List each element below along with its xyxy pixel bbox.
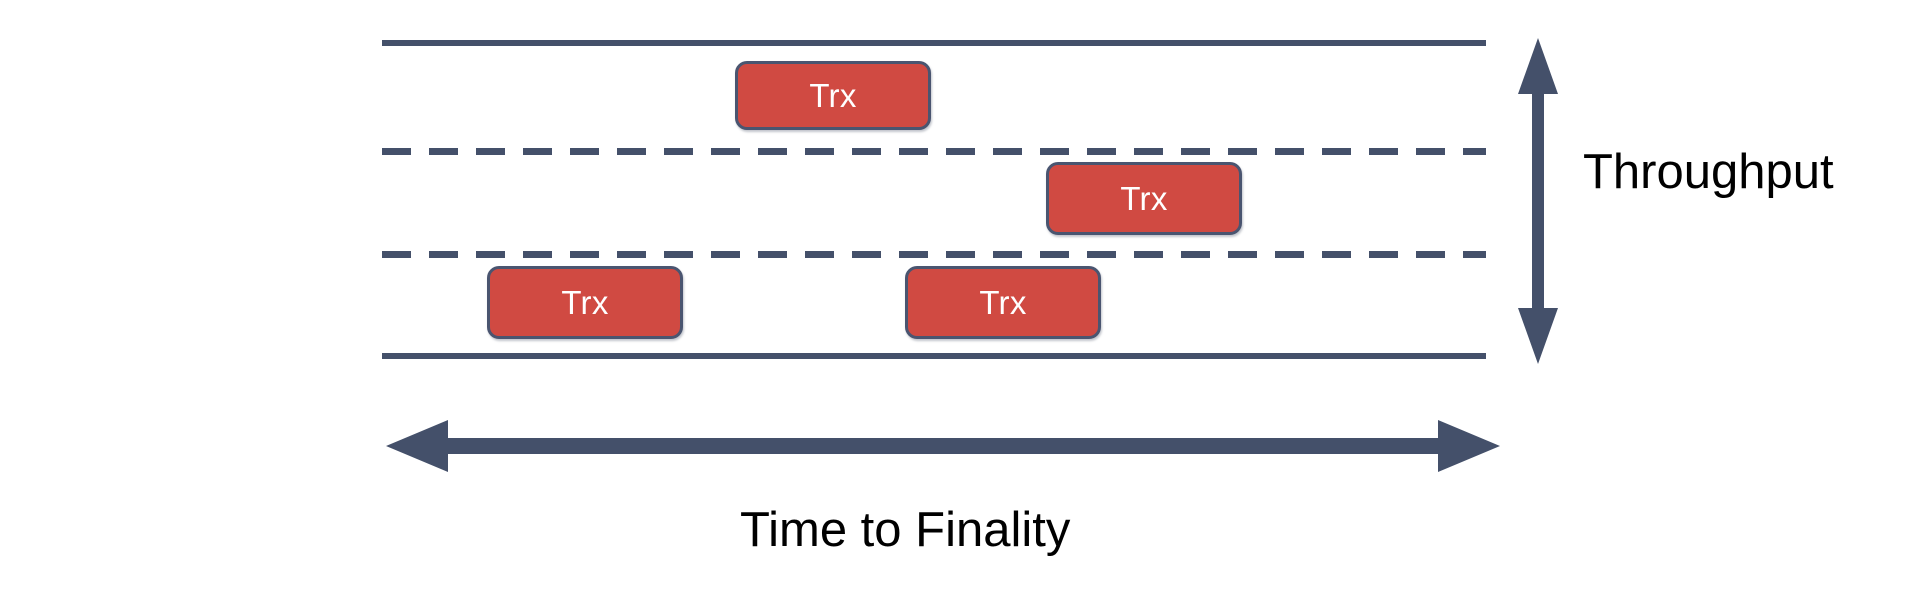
rail-top-solid (382, 40, 1486, 46)
transaction-block-3[interactable]: Trx (487, 266, 683, 339)
rail-bottom-solid (382, 353, 1486, 359)
throughput-axis-label: Throughput (1583, 145, 1834, 199)
transaction-block-4[interactable]: Trx (905, 266, 1101, 339)
transaction-block-1-label: Trx (809, 77, 857, 114)
transaction-block-3-label: Trx (561, 284, 609, 321)
transaction-block-2[interactable]: Trx (1046, 162, 1242, 235)
throughput-double-arrow-icon (1518, 38, 1558, 364)
time-to-finality-double-arrow-icon (386, 420, 1500, 472)
lane-separator-dashed-upper (382, 148, 1486, 155)
transaction-block-1[interactable]: Trx (735, 61, 931, 130)
time-to-finality-axis-label: Time to Finality (740, 503, 1071, 557)
transaction-block-4-label: Trx (979, 284, 1027, 321)
lane-separator-dashed-lower (382, 251, 1486, 258)
transaction-block-2-label: Trx (1120, 180, 1168, 217)
